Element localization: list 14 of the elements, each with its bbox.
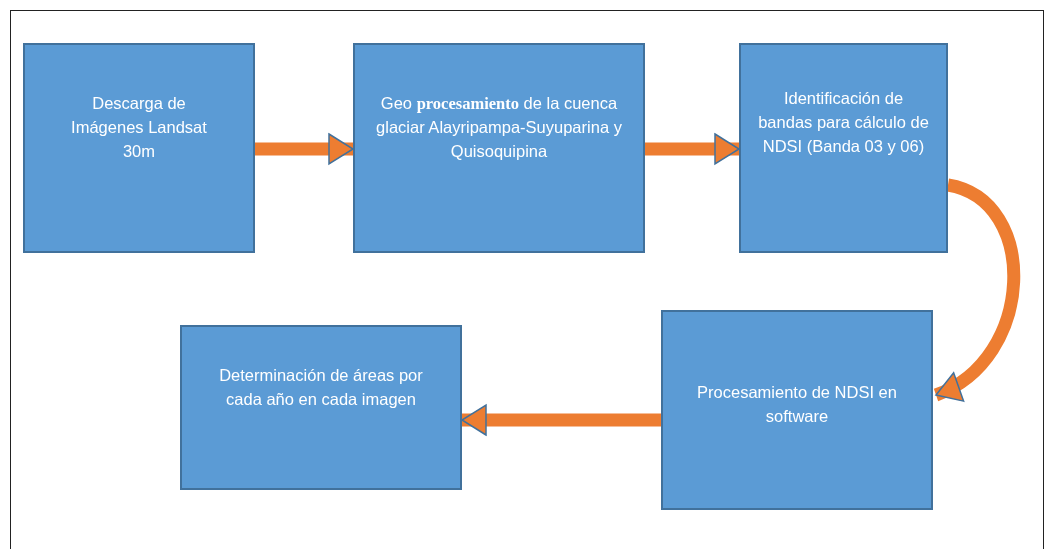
process-text: Procesamiento de NDSI en software xyxy=(696,382,898,427)
process-text: Identificación de bandas para cálculo de NDSI (Banda 03 y 06) xyxy=(757,88,930,157)
block-arrow xyxy=(645,133,740,165)
block-arrow xyxy=(461,404,661,436)
block-arrow xyxy=(933,178,1021,401)
process-box xyxy=(739,43,948,253)
process-text: Determinación de áreas por cada año en cada imagen xyxy=(218,364,424,410)
block-arrow xyxy=(255,133,354,165)
process-box xyxy=(180,325,462,490)
process-box xyxy=(353,43,645,253)
process-box xyxy=(661,310,933,510)
process-text: Geo procesamiento de la cuenca glaciar Alayripampa-Suyuparina y Quisoquipina xyxy=(375,93,623,162)
process-box xyxy=(23,43,255,253)
process-text: Descarga de Imágenes Landsat 30m xyxy=(70,93,208,162)
